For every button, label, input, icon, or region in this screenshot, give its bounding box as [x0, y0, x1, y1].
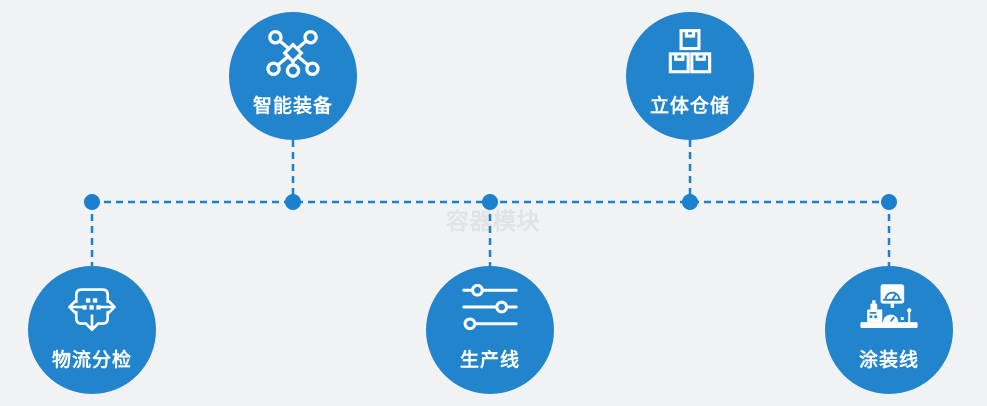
node-logistics-sorting[interactable]: 物流分检 [28, 266, 156, 394]
sort-dispatch-arrows-icon [64, 282, 120, 332]
node-warehouse[interactable]: 立体仓储 [626, 12, 754, 140]
node-painting-line[interactable]: 涂装线 [825, 266, 953, 394]
sliders-icon [462, 282, 518, 332]
watermark-text: 容器模块 [446, 208, 540, 234]
stacked-boxes-icon [663, 28, 717, 78]
node-smart-equipment[interactable]: 智能装备 [229, 12, 357, 140]
node-label: 涂装线 [858, 350, 919, 371]
node-label: 生产线 [459, 350, 520, 371]
control-station-icon [857, 282, 921, 332]
network-nodes-icon [265, 28, 321, 78]
node-label: 物流分检 [51, 350, 132, 371]
node-label: 智能装备 [252, 96, 333, 117]
node-production-line[interactable]: 生产线 [426, 266, 554, 394]
node-label: 立体仓储 [649, 96, 730, 117]
